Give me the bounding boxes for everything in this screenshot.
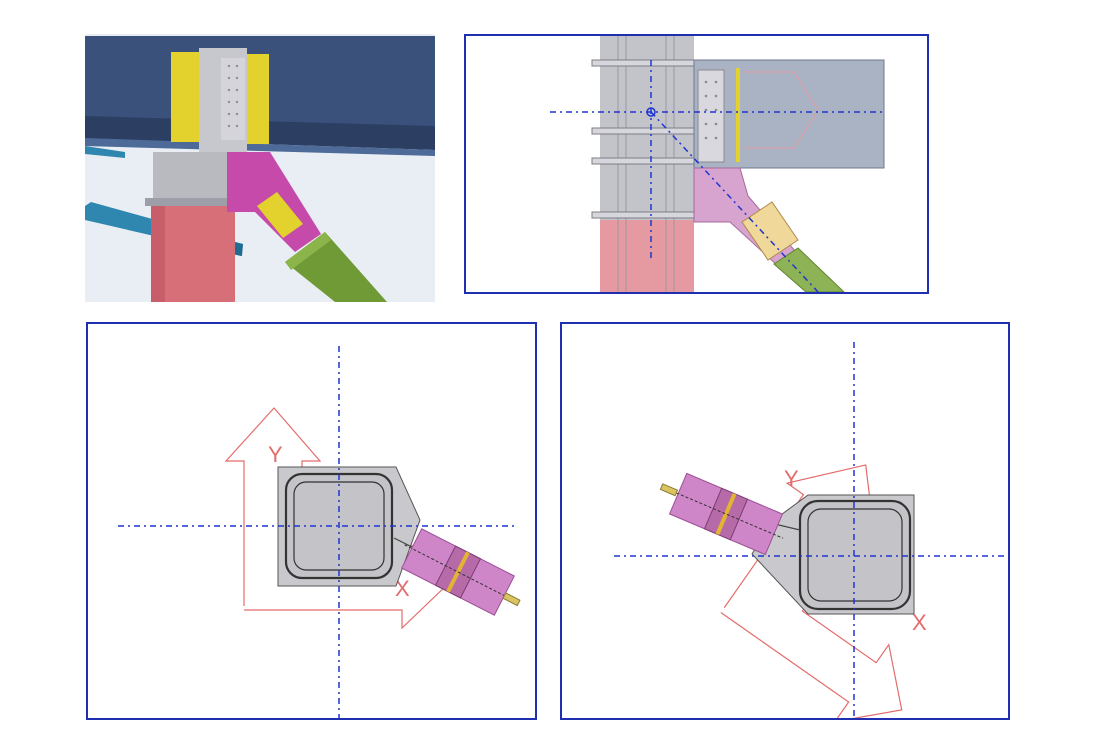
splice-plate <box>257 192 303 238</box>
plan-view-a-panel: Y X <box>86 322 537 720</box>
splice-elevation <box>741 201 799 261</box>
column-stub <box>153 152 233 204</box>
splice-assembly <box>401 528 521 616</box>
stiffener-2 <box>591 127 703 135</box>
beam-elevation <box>693 59 885 169</box>
elevation-view-panel <box>464 34 929 294</box>
iso-view-drawing <box>85 34 435 302</box>
brace-elevation <box>773 247 845 292</box>
stiffener-3 <box>591 157 703 165</box>
hss-column <box>798 499 912 611</box>
shear-plate-left <box>171 52 199 142</box>
plan-view-b-panel: Y X <box>560 322 1010 720</box>
stiffener-1 <box>591 59 703 67</box>
y-axis-label: Y <box>268 442 283 467</box>
work-point <box>646 107 656 117</box>
splice-assembly <box>659 472 784 556</box>
shear-plate-right <box>247 54 269 144</box>
x-axis-label: X <box>912 610 927 635</box>
plan-view-b-drawing: Y X <box>614 342 1008 718</box>
centerline-brace <box>650 111 819 292</box>
iso-view-panel <box>85 34 435 302</box>
plan-view-a-drawing: Y X <box>118 346 521 718</box>
column-lower <box>600 220 694 292</box>
y-axis-label: Y <box>784 466 799 491</box>
stiffener-4 <box>591 211 703 219</box>
x-axis-label: X <box>395 576 410 601</box>
elevation-view-drawing <box>550 36 885 292</box>
end-plate <box>697 69 725 163</box>
ucs-arrow-outline <box>720 464 903 718</box>
